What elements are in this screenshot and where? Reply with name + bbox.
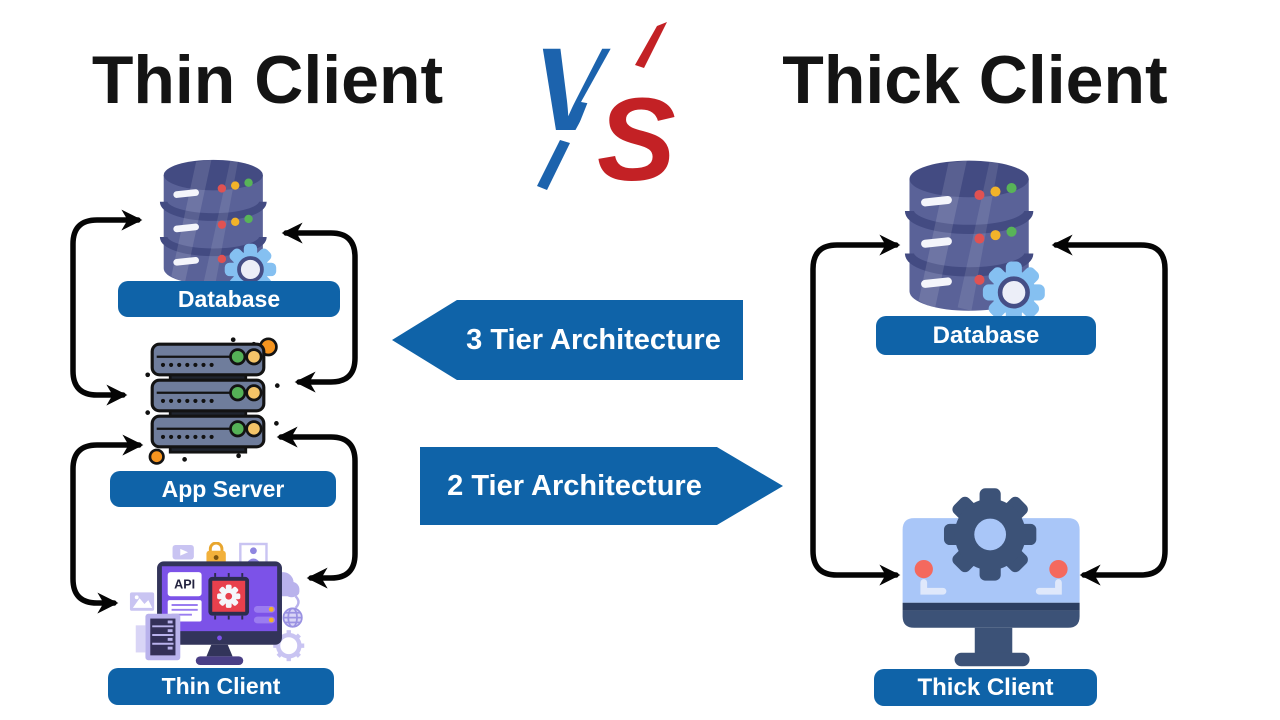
thick-client-label: Thick Client xyxy=(874,669,1097,706)
db-gear-icon xyxy=(982,261,1045,324)
thick-stand xyxy=(974,627,1013,654)
thick-body-bottom xyxy=(902,610,1080,628)
thick-dot-right xyxy=(1049,559,1068,579)
thin-client-label: Thin Client xyxy=(108,668,334,705)
app-server-label: App Server xyxy=(110,471,336,507)
thick-base xyxy=(954,652,1030,667)
arrow-thick-left-db-client xyxy=(810,234,901,586)
thick-bracket-left xyxy=(920,579,947,595)
arrow-thick-right-db-client xyxy=(1051,234,1168,586)
api-text: API xyxy=(174,578,195,592)
thin-client-icon: API xyxy=(129,542,305,666)
arrow-right-db-appserver xyxy=(281,222,358,393)
vs-bolt-upper xyxy=(581,20,650,106)
banner-three-tier-label: 3 Tier Architecture xyxy=(466,323,721,356)
image-icon xyxy=(129,592,155,611)
chip-gear-icon xyxy=(208,573,250,620)
arrow-left-db-appserver xyxy=(70,209,143,406)
mini-server-tower xyxy=(135,613,181,661)
app-server-icon xyxy=(145,337,280,465)
decor-orange-dot-bottom xyxy=(148,448,165,465)
thick-client-icon xyxy=(902,488,1080,667)
status-pills xyxy=(253,605,276,624)
banner-two-tier: 2 Tier Architecture xyxy=(420,447,783,525)
thick-bracket-right xyxy=(1035,579,1062,595)
monitor-stand xyxy=(206,644,233,657)
vs-accent-blue xyxy=(537,140,570,190)
thick-dot-left xyxy=(914,559,933,579)
database-icon-left xyxy=(159,159,277,296)
arrow-left-appserver-thinclient xyxy=(70,434,144,614)
monitor-base xyxy=(195,656,244,666)
database-label-right: Database xyxy=(876,316,1096,355)
cloud-link-line xyxy=(294,595,300,609)
vs-accent-red xyxy=(635,22,667,68)
user-avatar-icon xyxy=(239,542,268,565)
arrow-right-appserver-thinclient xyxy=(276,426,358,589)
api-box: API xyxy=(167,572,202,597)
thick-gear-icon xyxy=(943,488,1037,581)
thick-strip xyxy=(902,602,1080,611)
title-thick-client: Thick Client xyxy=(782,42,1168,118)
title-thin-client: Thin Client xyxy=(91,42,444,118)
database-icon-right xyxy=(904,160,1045,324)
server-units xyxy=(150,342,266,449)
video-play-icon xyxy=(172,544,194,560)
vs-bolt-lower xyxy=(552,84,621,190)
vs-icon: V S xyxy=(533,20,676,190)
database-label-left: Database xyxy=(118,281,340,317)
globe-icon xyxy=(282,607,303,628)
banner-two-tier-label: 2 Tier Architecture xyxy=(447,469,702,502)
banner-three-tier: 3 Tier Architecture xyxy=(392,300,743,380)
